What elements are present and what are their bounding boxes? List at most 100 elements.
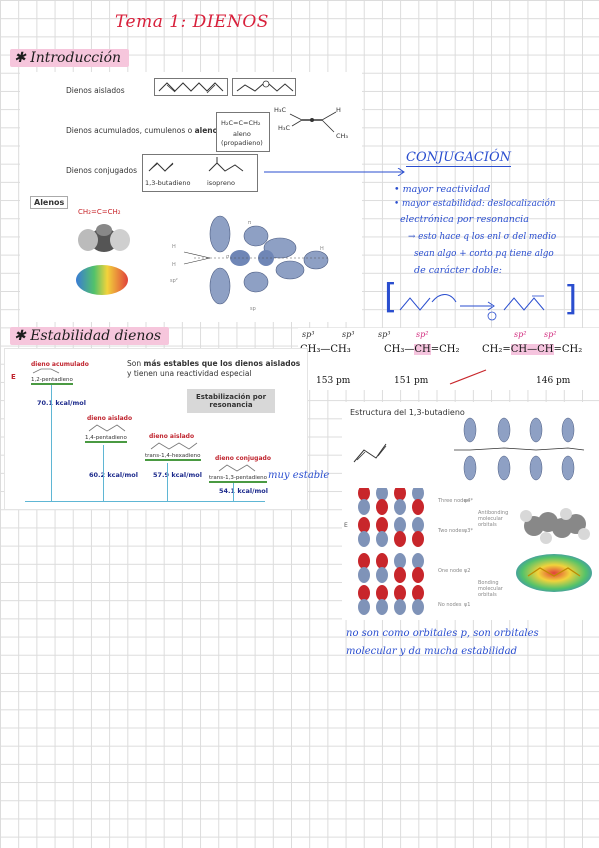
structure-heading: Estructura del 1,3-butadieno <box>350 408 465 417</box>
orbital-sp2: sp² <box>170 278 178 284</box>
cumulated-label: Dienos acumulados, cumulenos o alenos <box>66 126 222 135</box>
orbital-h1: H <box>172 244 176 250</box>
isolated-diene-svg-1 <box>158 82 224 94</box>
conj-value: 54.1 <box>219 487 236 495</box>
acc-name: 1,2-pentadieno <box>31 377 73 385</box>
iso2-arrow <box>167 463 168 501</box>
conjugated-box: 1,3-butadieno isopreno <box>142 154 258 192</box>
mo-lobe <box>394 599 406 615</box>
conjugated-label: Dienos conjugados <box>66 166 138 175</box>
mo-lobe <box>412 553 424 569</box>
m1-length: 153 pm <box>316 376 351 386</box>
butadiene-name: 1,3-butadieno <box>145 179 191 187</box>
mo-psi3: ψ3* <box>464 528 473 534</box>
mo-lobe <box>376 531 388 547</box>
mo-antibonding: Antibonding molecular orbitals <box>478 510 509 528</box>
stability-e-axis: E <box>11 373 16 381</box>
mo-lobe <box>376 553 388 569</box>
page-title: Tema 1: DIENOS <box>115 12 269 32</box>
alenos-box: Alenos <box>30 196 69 209</box>
intro-panel: Dienos aislados Dienos acumulados, cumul… <box>20 72 405 322</box>
butadiene-electrostatic-map <box>516 554 592 592</box>
m3-formula: CH₂=CH—CH=CH₂ <box>482 344 582 355</box>
m3-sp-b: sp² <box>544 330 557 339</box>
isolated-diene-structure-1 <box>154 78 228 96</box>
allene-name: aleno <box>233 130 251 138</box>
iso2-value: 57.9 <box>153 471 170 479</box>
mo-lobe <box>412 599 424 615</box>
resonance-sketch <box>399 294 545 321</box>
m3-formula-b: CH—CH <box>510 344 554 355</box>
arrow-to-notes-icon <box>264 168 405 176</box>
methyl-right: CH₃ <box>336 132 349 140</box>
mo-nodes-1: One node <box>438 568 463 574</box>
mo-lobe <box>358 488 370 501</box>
conj-unit: kcal/mol <box>237 487 268 495</box>
iso2-title: dieno aislado <box>149 433 195 440</box>
substituted-allene: H₃C H H₃C CH₃ <box>274 106 354 150</box>
mo-lobe <box>358 517 370 533</box>
mo-lobe <box>376 585 388 601</box>
iso2-unit: kcal/mol <box>171 471 202 479</box>
isolated-diene-structure-2 <box>232 78 296 96</box>
allene-formula: H₂C=C=CH₂ <box>221 119 261 127</box>
butadiene-space-filling-model <box>520 508 590 544</box>
mo-lobe <box>394 517 406 533</box>
mo-lobe <box>358 585 370 601</box>
allene-orbital-diagram <box>183 215 330 305</box>
allene-formula-2: CH₂=C=CH₂ <box>78 208 121 216</box>
mo-psi2: ψ2 <box>464 568 471 574</box>
conjugated-svg <box>148 157 244 172</box>
mo-e-axis: E <box>344 522 348 529</box>
m2-formula-c: =CH₂ <box>430 344 460 355</box>
allene-box: H₂C=C=CH₂ aleno (propadieno) <box>216 112 270 152</box>
methyl-mid: H₃C <box>278 124 291 132</box>
mo-lobe <box>412 531 424 547</box>
mo-lobe <box>358 531 370 547</box>
notes-heading: CONJUGACIÓN <box>406 150 512 167</box>
m3-sp-a: sp² <box>514 330 527 339</box>
iso2-kcal: 57.9 kcal/mol <box>153 471 202 479</box>
note-line-2: • mayor estabilidad: deslocalización <box>394 199 556 209</box>
m2-formula-a: CH₃— <box>384 344 415 355</box>
mo-psi4: ψ4* <box>464 498 473 504</box>
iso2-name: trans-1,4-hexadieno <box>145 453 201 461</box>
section-heading-intro: ✱ Introducción <box>6 49 135 67</box>
m2-formula-b: CH <box>414 344 431 355</box>
note-line-4: → esto hace q los enl σ del medio <box>408 232 557 242</box>
mo-lobe <box>412 585 424 601</box>
acc-unit: kcal/mol <box>55 399 86 407</box>
orbital-pi: π <box>248 220 252 226</box>
iso1-unit: kcal/mol <box>107 471 138 479</box>
acc-title: dieno acumulado <box>31 361 89 368</box>
stability-intro: Son más estables que los dienos aislados… <box>127 359 303 379</box>
iso1-name: 1,4-pentadieno <box>85 435 127 443</box>
orbital-sp: sp <box>250 306 256 312</box>
iso1-value: 60.2 <box>89 471 106 479</box>
mo-lobe <box>394 585 406 601</box>
iso1-arrow <box>103 445 104 501</box>
m2-formula: CH₃—CH=CH₂ <box>384 344 460 355</box>
asterisk-icon: ✱ <box>14 328 31 344</box>
note-line-6: de carácter doble: <box>414 265 502 276</box>
m3-formula-a: CH₂= <box>482 344 511 355</box>
cumulated-label-prefix: Dienos acumulados, cumulenos o <box>66 126 195 135</box>
butadiene-orbital-overlap <box>454 417 585 481</box>
mo-lobe <box>376 517 388 533</box>
bracket-left: [ <box>384 277 398 317</box>
methyl-top: H₃C <box>274 106 287 114</box>
mo-lobe <box>394 531 406 547</box>
acc-structure-icon <box>32 368 60 374</box>
bracket-right: ] <box>564 279 578 319</box>
orbital-h3: H <box>320 246 324 252</box>
conj-name: trans-1,3-pentadieno <box>209 475 267 483</box>
orbital-sigma: σ <box>226 254 230 260</box>
iso1-kcal: 60.2 kcal/mol <box>89 471 138 479</box>
mo-nodes-0: No nodes <box>438 602 462 608</box>
mo-lobe <box>412 567 424 583</box>
butadiene-skeletal-icon <box>353 443 387 463</box>
mo-lobe <box>412 488 424 501</box>
m1-sp-b: sp³ <box>342 330 355 339</box>
m2-sp-a: sp³ <box>378 330 391 339</box>
note-line-5: sean algo + corto pq tiene algo <box>414 249 554 259</box>
